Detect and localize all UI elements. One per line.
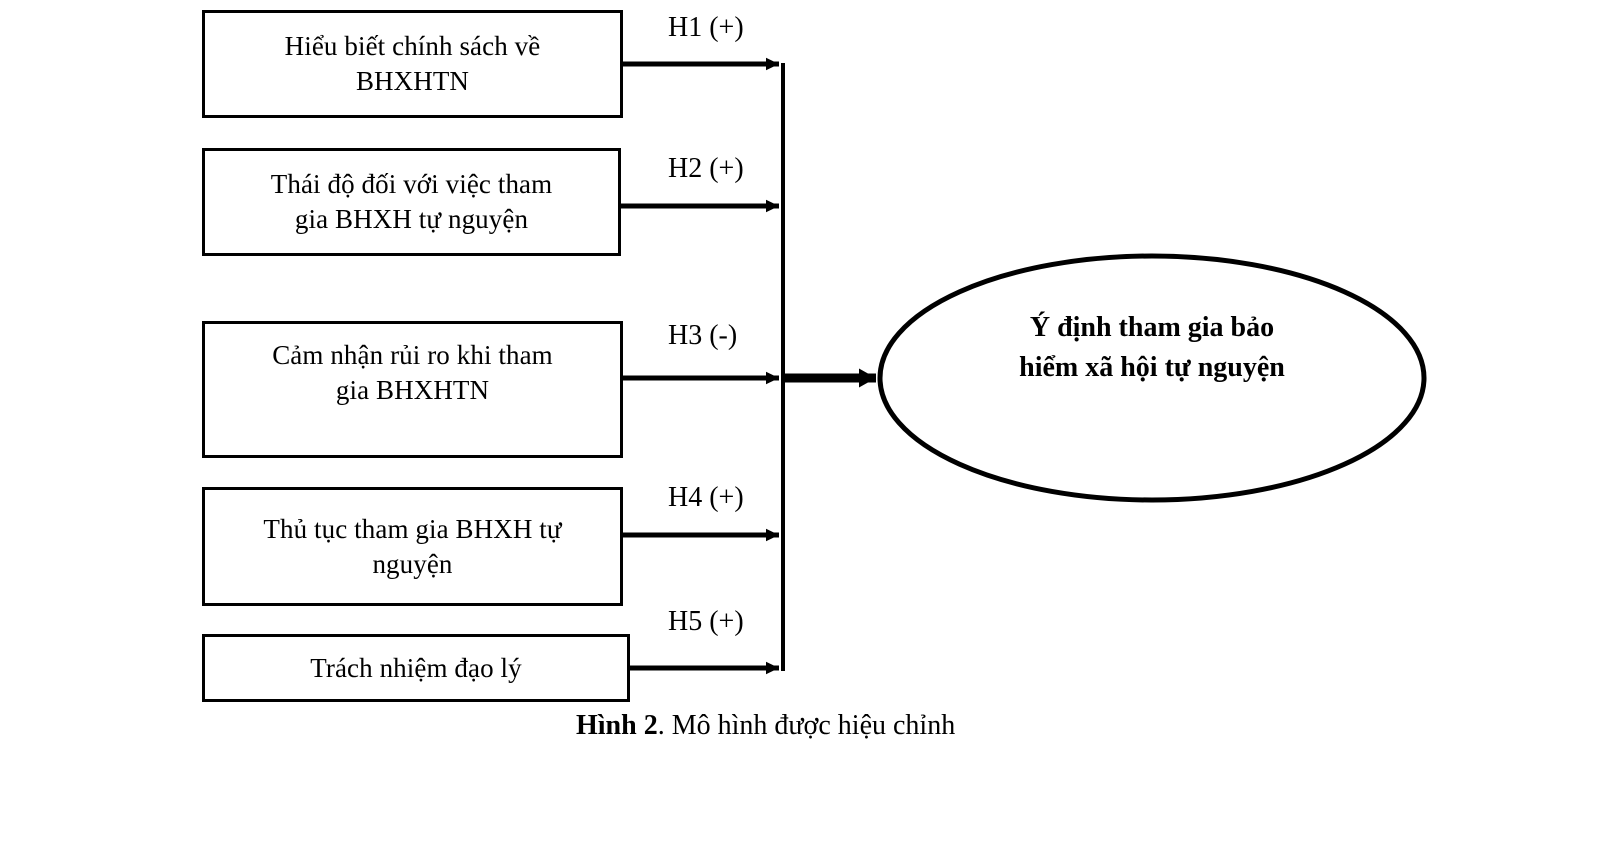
construct-line-2: gia BHXH tự nguyện [294, 204, 529, 234]
hypothesis-label-h2: H2 (+) [668, 153, 744, 184]
construct-box-h2[interactable]: Thái độ đối với việc tham gia BHXH tự ng… [202, 148, 621, 256]
construct-line-1: Thái độ đối với việc tham [270, 169, 553, 200]
hypothesis-label-h4: H4 (+) [668, 482, 744, 513]
outcome-line-2: hiểm xã hội tự nguyện [1019, 351, 1285, 383]
hypothesis-label-h3: H3 (-) [668, 320, 738, 351]
figure-caption-text: . Mô hình được hiệu chỉnh [657, 710, 956, 741]
construct-line-1: Thủ tục tham gia BHXH tự [263, 513, 562, 544]
construct-label-h2: Thái độ đối với việc tham gia BHXH tự ng… [205, 167, 618, 236]
construct-label-h3: Cảm nhận rủi ro khi tham gia BHXHTN [205, 338, 620, 407]
construct-line-2: nguyện [372, 548, 453, 579]
outcome-line-1: Ý định tham gia bảo [1029, 312, 1275, 343]
hypothesis-label-h5: H5 (+) [668, 606, 744, 637]
construct-label-h1: Hiểu biết chính sách về BHXHTN [205, 29, 620, 98]
construct-line-2: gia BHXHTN [335, 374, 490, 405]
construct-label-h5: Trách nhiệm đạo lý [205, 651, 627, 686]
construct-label-h4: Thủ tục tham gia BHXH tự nguyện [205, 512, 620, 581]
construct-line-1: Trách nhiệm đạo lý [310, 652, 522, 683]
construct-box-h3[interactable]: Cảm nhận rủi ro khi tham gia BHXHTN [202, 321, 623, 458]
construct-box-h5[interactable]: Trách nhiệm đạo lý [202, 634, 630, 702]
construct-line-2: BHXHTN [355, 66, 470, 96]
construct-box-h1[interactable]: Hiểu biết chính sách về BHXHTN [202, 10, 623, 118]
construct-box-h4[interactable]: Thủ tục tham gia BHXH tự nguyện [202, 487, 623, 606]
construct-line-1: Hiểu biết chính sách về [284, 31, 541, 62]
figure-caption-number: Hình 2 [576, 710, 658, 741]
figure-caption: Hình 2. Mô hình được hiệu chỉnh [576, 712, 955, 740]
hypothesis-label-h1: H1 (+) [668, 12, 744, 43]
outcome-label: Ý định tham gia bảo hiểm xã hội tự nguyệ… [882, 308, 1422, 388]
construct-line-1: Cảm nhận rủi ro khi tham [272, 340, 553, 370]
